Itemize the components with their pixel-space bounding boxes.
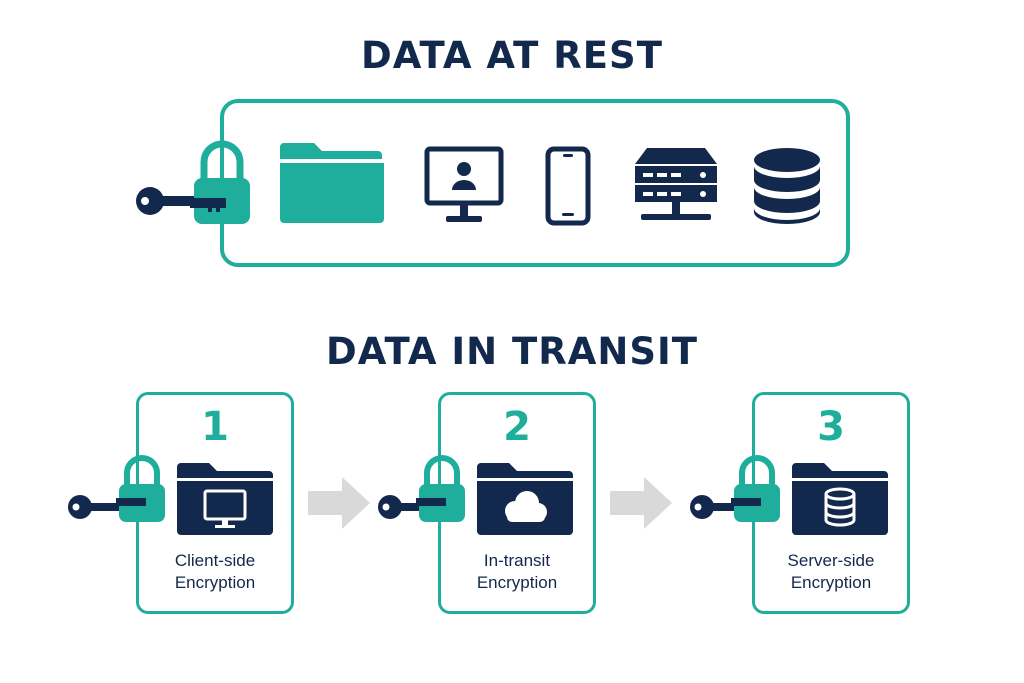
step-label: Server-side Encryption	[752, 550, 910, 594]
step-number: 3	[817, 404, 845, 450]
padlock-icon	[116, 455, 165, 522]
padlock-icon	[416, 455, 465, 522]
step-number: 2	[503, 404, 531, 450]
arrow-right-icon	[308, 477, 370, 529]
step-label-line2: Encryption	[174, 573, 256, 592]
step-label-line1: In-transit	[483, 551, 551, 570]
step-label-line2: Encryption	[790, 573, 872, 592]
monitor-user-icon	[424, 146, 504, 222]
step-label: Client-side Encryption	[136, 550, 294, 594]
padlock-icon	[731, 455, 780, 522]
step-number: 1	[201, 404, 229, 450]
step-label-line2: Encryption	[476, 573, 558, 592]
arrow-right-icon	[610, 477, 672, 529]
padlock-icon	[190, 140, 250, 224]
smartphone-icon	[545, 146, 591, 226]
cloud-folder-icon	[477, 463, 573, 535]
database-folder-icon	[792, 463, 888, 535]
server-icon	[635, 148, 717, 220]
step-label: In-transit Encryption	[438, 550, 596, 594]
folder-icon	[280, 143, 384, 223]
data-at-rest-title: DATA AT REST	[361, 34, 663, 77]
monitor-folder-icon	[177, 463, 273, 535]
database-icon	[754, 148, 820, 224]
data-in-transit-title: DATA IN TRANSIT	[326, 330, 698, 373]
step-label-line1: Server-side	[787, 551, 875, 570]
step-label-line1: Client-side	[174, 551, 256, 570]
